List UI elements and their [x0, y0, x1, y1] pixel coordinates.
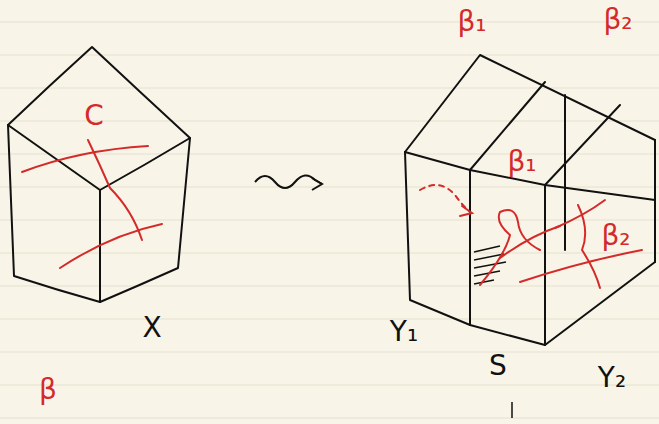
curve-label: β₁	[457, 8, 486, 36]
ruled-lines	[0, 22, 659, 418]
stray-tick	[511, 402, 513, 418]
curves-beta	[420, 185, 642, 288]
curve-label: β₁	[507, 148, 536, 176]
curve-label: C	[84, 102, 104, 130]
split-cube	[405, 55, 655, 345]
space-label: X	[142, 314, 161, 342]
symbol-label: β	[39, 376, 57, 404]
squiggle-arrow	[255, 175, 322, 188]
arrow-head	[312, 178, 322, 190]
piece-label: Y₁	[390, 318, 418, 346]
curve-c	[22, 140, 162, 268]
piece-label: S	[489, 352, 507, 380]
cube-x	[8, 47, 190, 302]
curve-label: β₂	[601, 222, 630, 250]
curve-label: β₂	[603, 6, 632, 34]
hatching	[474, 246, 506, 284]
piece-label: Y₂	[598, 364, 626, 392]
